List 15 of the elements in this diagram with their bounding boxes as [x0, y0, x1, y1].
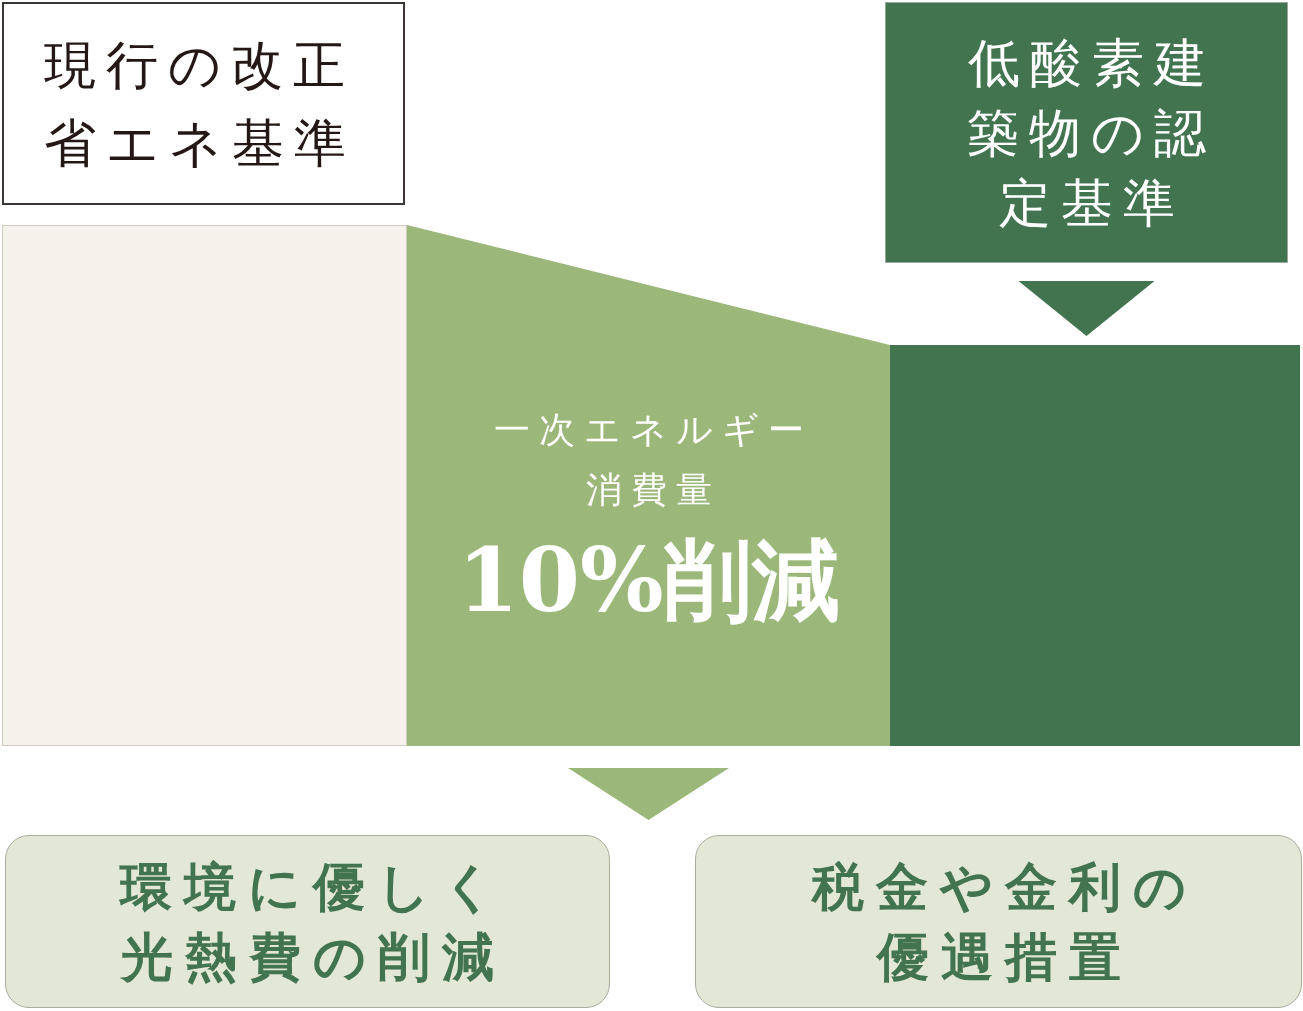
headline-text: 10%削減 — [457, 527, 840, 634]
heading-text: 現行の改正省エネ基準 — [42, 33, 357, 175]
benefit-text: 環境に優しく光熱費の削減 — [118, 854, 508, 989]
down-arrow — [1018, 281, 1155, 336]
reduction-band — [407, 225, 890, 746]
benefit-text: 税金や金利の優遇措置 — [810, 854, 1199, 989]
label-panel — [2, 2, 405, 205]
heading-text: 低酸素建築物の認定基準 — [966, 31, 1217, 235]
caption-text: 一次エネルギー消費量 — [492, 408, 814, 512]
energy-bar — [2, 225, 407, 746]
benefit-card — [695, 835, 1302, 1008]
energy-bar — [890, 345, 1300, 746]
label-panel — [885, 2, 1288, 263]
benefit-card — [5, 835, 610, 1008]
down-arrow — [568, 768, 729, 820]
